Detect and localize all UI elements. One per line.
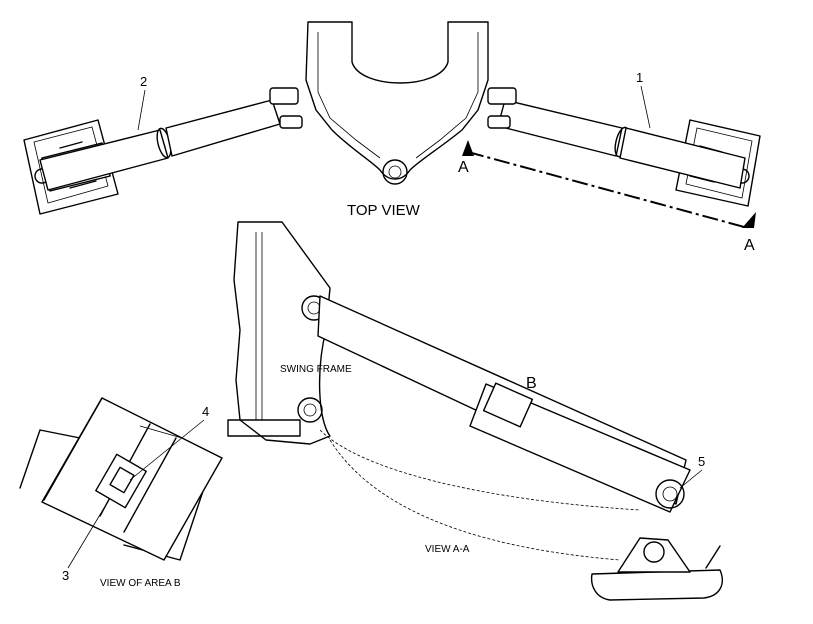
callout-2: 2 <box>137 74 147 131</box>
stabilizer-pad <box>590 537 723 601</box>
view-area-b: VIEW OF AREA B <box>19 397 223 589</box>
boom-cylinder <box>317 295 691 561</box>
swing-yoke <box>269 21 517 185</box>
view-aa: SWING FRAME VIEW A-A B <box>227 221 723 601</box>
right-cylinder <box>497 99 746 189</box>
section-a-right-label: A <box>744 237 755 254</box>
svg-text:5: 5 <box>698 454 705 469</box>
callout-1: 1 <box>636 70 651 129</box>
svg-text:1: 1 <box>636 70 643 85</box>
top-view: TOP VIEW A A <box>23 21 761 254</box>
callout-3: 3 <box>62 507 105 583</box>
swing-frame <box>227 221 331 445</box>
view-aa-label: VIEW A-A <box>425 544 470 555</box>
svg-text:4: 4 <box>202 404 209 419</box>
section-a-left-label: A <box>458 159 469 176</box>
section-line-aa <box>462 140 756 229</box>
swing-frame-label: SWING FRAME <box>280 364 352 375</box>
svg-text:3: 3 <box>62 568 69 583</box>
callouts: 1 2 3 4 5 <box>62 70 705 583</box>
callout-4: 4 <box>129 404 209 481</box>
svg-text:2: 2 <box>140 74 147 89</box>
callout-5: 5 <box>679 454 705 489</box>
view-area-b-label: VIEW OF AREA B <box>100 578 181 589</box>
top-view-label: TOP VIEW <box>347 202 421 219</box>
detail-b-label: B <box>526 375 537 392</box>
